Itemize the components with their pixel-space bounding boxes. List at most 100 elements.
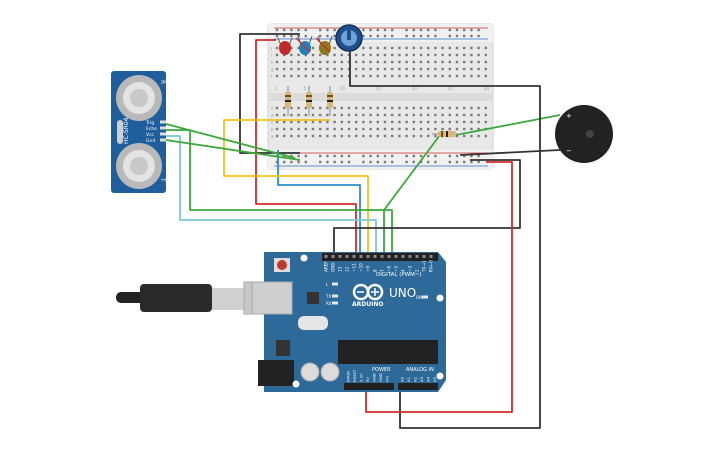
breadboard-hole[interactable] bbox=[398, 134, 401, 138]
rail-hole[interactable] bbox=[405, 34, 408, 38]
rail-hole[interactable] bbox=[326, 34, 329, 38]
breadboard-hole[interactable] bbox=[290, 134, 293, 138]
breadboard-hole[interactable] bbox=[455, 106, 459, 110]
breadboard-hole[interactable] bbox=[448, 113, 451, 117]
breadboard-hole[interactable] bbox=[470, 67, 473, 71]
breadboard-hole[interactable] bbox=[355, 106, 358, 110]
rail-hole[interactable] bbox=[362, 28, 365, 32]
breadboard-hole[interactable] bbox=[369, 60, 372, 64]
rail-hole[interactable] bbox=[427, 28, 430, 32]
breadboard-hole[interactable] bbox=[319, 127, 322, 131]
breadboard-hole[interactable] bbox=[412, 113, 415, 117]
rail-hole[interactable] bbox=[391, 28, 394, 32]
breadboard-hole[interactable] bbox=[455, 53, 459, 57]
breadboard-hole[interactable] bbox=[283, 127, 286, 131]
breadboard-hole[interactable] bbox=[283, 74, 286, 78]
breadboard-hole[interactable] bbox=[427, 113, 430, 117]
rail-hole[interactable] bbox=[340, 154, 343, 158]
breadboard-hole[interactable] bbox=[333, 53, 336, 57]
breadboard-hole[interactable] bbox=[484, 67, 487, 71]
breadboard-hole[interactable] bbox=[448, 127, 451, 131]
breadboard-hole[interactable] bbox=[434, 106, 437, 110]
breadboard-hole[interactable] bbox=[283, 120, 286, 124]
breadboard-hole[interactable] bbox=[369, 113, 372, 117]
breadboard-hole[interactable] bbox=[434, 120, 437, 124]
breadboard-hole[interactable] bbox=[369, 134, 372, 138]
breadboard-hole[interactable] bbox=[455, 120, 459, 124]
breadboard-hole[interactable] bbox=[290, 106, 293, 110]
breadboard-hole[interactable] bbox=[419, 120, 423, 124]
breadboard-hole[interactable] bbox=[355, 60, 358, 64]
rail-hole[interactable] bbox=[304, 28, 307, 32]
rail-hole[interactable] bbox=[448, 160, 451, 164]
rail-hole[interactable] bbox=[463, 154, 466, 158]
breadboard-hole[interactable] bbox=[441, 74, 444, 78]
breadboard-hole[interactable] bbox=[311, 106, 315, 110]
breadboard-hole[interactable] bbox=[412, 134, 415, 138]
breadboard-hole[interactable] bbox=[455, 46, 459, 50]
rail-hole[interactable] bbox=[391, 160, 394, 164]
breadboard-hole[interactable] bbox=[355, 53, 358, 57]
breadboard-hole[interactable] bbox=[369, 67, 372, 71]
breadboard-hole[interactable] bbox=[427, 67, 430, 71]
rail-hole[interactable] bbox=[477, 28, 480, 32]
breadboard-hole[interactable] bbox=[304, 67, 307, 71]
rail-hole[interactable] bbox=[391, 34, 394, 38]
breadboard-hole[interactable] bbox=[290, 120, 293, 124]
breadboard-hole[interactable] bbox=[419, 67, 423, 71]
rail-hole[interactable] bbox=[347, 160, 351, 164]
breadboard-hole[interactable] bbox=[340, 74, 343, 78]
rail-hole[interactable] bbox=[412, 34, 415, 38]
breadboard-hole[interactable] bbox=[434, 113, 437, 117]
breadboard-hole[interactable] bbox=[369, 53, 372, 57]
breadboard-hole[interactable] bbox=[362, 53, 365, 57]
breadboard-hole[interactable] bbox=[347, 67, 351, 71]
breadboard-hole[interactable] bbox=[405, 120, 408, 124]
breadboard-hole[interactable] bbox=[275, 113, 279, 117]
buzzer-icon[interactable]: + − bbox=[555, 105, 613, 163]
rail-hole[interactable] bbox=[427, 154, 430, 158]
rail-hole[interactable] bbox=[369, 28, 372, 32]
breadboard-hole[interactable] bbox=[304, 106, 307, 110]
rail-hole[interactable] bbox=[376, 154, 379, 158]
rail-hole[interactable] bbox=[326, 154, 329, 158]
breadboard-hole[interactable] bbox=[412, 120, 415, 124]
breadboard-hole[interactable] bbox=[391, 46, 394, 50]
breadboard-hole[interactable] bbox=[275, 46, 279, 50]
breadboard-hole[interactable] bbox=[427, 46, 430, 50]
breadboard-hole[interactable] bbox=[419, 53, 423, 57]
rail-hole[interactable] bbox=[405, 154, 408, 158]
breadboard-hole[interactable] bbox=[484, 60, 487, 64]
breadboard-hole[interactable] bbox=[484, 74, 487, 78]
rail-hole[interactable] bbox=[369, 160, 372, 164]
breadboard-hole[interactable] bbox=[477, 113, 480, 117]
rail-hole[interactable] bbox=[383, 34, 387, 38]
breadboard-hole[interactable] bbox=[484, 120, 487, 124]
rail-hole[interactable] bbox=[319, 34, 322, 38]
rail-hole[interactable] bbox=[434, 28, 437, 32]
breadboard-hole[interactable] bbox=[463, 53, 466, 57]
breadboard-hole[interactable] bbox=[369, 120, 372, 124]
breadboard-hole[interactable] bbox=[477, 134, 480, 138]
breadboard-hole[interactable] bbox=[326, 67, 329, 71]
breadboard-hole[interactable] bbox=[319, 120, 322, 124]
breadboard-hole[interactable] bbox=[398, 106, 401, 110]
breadboard-hole[interactable] bbox=[477, 127, 480, 131]
digital-pin-hole[interactable] bbox=[366, 255, 370, 258]
rail-hole[interactable] bbox=[369, 34, 372, 38]
breadboard-hole[interactable] bbox=[448, 60, 451, 64]
rail-hole[interactable] bbox=[304, 154, 307, 158]
sensor-pin[interactable] bbox=[160, 120, 166, 124]
breadboard-hole[interactable] bbox=[412, 127, 415, 131]
breadboard-hole[interactable] bbox=[283, 67, 286, 71]
rail-hole[interactable] bbox=[333, 28, 336, 32]
breadboard-hole[interactable] bbox=[347, 53, 351, 57]
breadboard-hole[interactable] bbox=[470, 60, 473, 64]
breadboard-hole[interactable] bbox=[419, 74, 423, 78]
breadboard-hole[interactable] bbox=[290, 67, 293, 71]
breadboard-hole[interactable] bbox=[333, 60, 336, 64]
breadboard-hole[interactable] bbox=[340, 106, 343, 110]
breadboard-hole[interactable] bbox=[434, 46, 437, 50]
breadboard-hole[interactable] bbox=[484, 53, 487, 57]
